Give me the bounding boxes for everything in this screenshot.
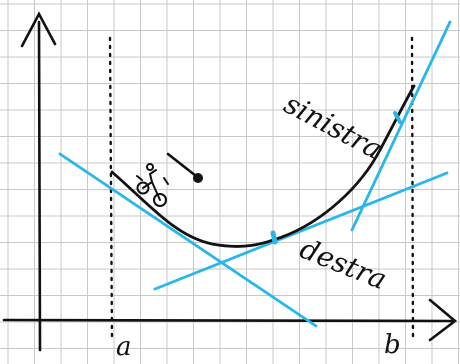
label-b: b [384, 330, 401, 360]
tangent-line-left [58, 152, 318, 328]
arrow-right-down-icon [166, 152, 198, 178]
arrow-head [193, 173, 203, 183]
label-sinistra: sinistra [279, 87, 388, 166]
y-axis [20, 11, 57, 352]
tangent-line-middle [153, 171, 449, 291]
label-a: a [116, 332, 132, 362]
x-axis [2, 298, 458, 342]
tangent-point-marker [393, 111, 402, 124]
function-curve [110, 84, 416, 248]
tangent-line-right [350, 20, 452, 232]
tangent-lines [58, 20, 452, 328]
tangent-point-marker [270, 230, 278, 245]
label-destra: destra [295, 232, 391, 296]
bicycle-rider-icon [136, 163, 169, 207]
